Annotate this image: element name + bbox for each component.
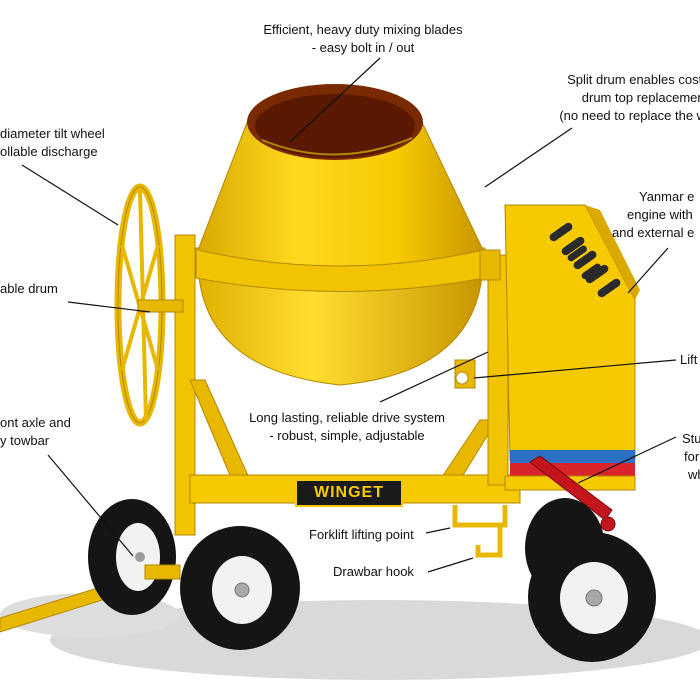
callout-mixing-blades: Efficient, heavy duty mixing blades - ea… bbox=[228, 21, 498, 57]
vent-slots bbox=[549, 222, 621, 298]
forklift-lifting-point bbox=[452, 505, 508, 528]
callout-axle-line1: ont axle and bbox=[0, 415, 71, 430]
callout-blades-line1: Efficient, heavy duty mixing blades bbox=[263, 22, 463, 37]
wheel-rear-right bbox=[180, 526, 300, 650]
leader-drawbar bbox=[427, 557, 474, 573]
wheel-rear-left bbox=[88, 499, 176, 615]
drawbar-hook bbox=[475, 525, 503, 558]
callout-stand: Stu for wh bbox=[678, 430, 700, 484]
leader-split bbox=[484, 127, 573, 188]
callout-forklift: Forklift lifting point bbox=[309, 527, 414, 542]
callout-engine: Yanmar e engine with and external e bbox=[612, 188, 694, 242]
callout-stand-line2: for bbox=[684, 449, 700, 464]
callout-drive-line2: - robust, simple, adjustable bbox=[269, 428, 425, 443]
callout-engine-line3: and external e bbox=[612, 225, 695, 240]
leader-blades bbox=[289, 57, 381, 143]
callout-wheel-line1: diameter tilt wheel bbox=[0, 126, 105, 141]
callout-split-line1: Split drum enables cost effi bbox=[567, 72, 700, 87]
brand-logo-text: WINGET bbox=[314, 484, 384, 501]
leader-drum bbox=[67, 301, 151, 313]
leader-forklift bbox=[425, 527, 451, 534]
stripe-blue bbox=[510, 450, 635, 463]
callout-lift: Lift bbox=[680, 352, 698, 367]
callout-wheel-line2: ollable discharge bbox=[0, 144, 98, 159]
callout-split-line2: drum top replacement bbox=[581, 90, 700, 105]
mixing-drum bbox=[195, 84, 501, 389]
wheel-front-right bbox=[528, 532, 656, 662]
callout-drum: able drum bbox=[0, 281, 58, 296]
leader-drive bbox=[379, 351, 489, 403]
frame-front-upright bbox=[487, 254, 509, 486]
callout-split-drum: Split drum enables cost effi drum top re… bbox=[515, 71, 700, 125]
callout-tilt-wheel: diameter tilt wheel ollable discharge bbox=[0, 125, 105, 161]
callout-front-axle: ont axle and y towbar bbox=[0, 414, 71, 450]
callout-axle-line2: y towbar bbox=[0, 433, 50, 448]
callout-engine-line2: engine with bbox=[627, 207, 693, 222]
callout-engine-line1: Yanmar e bbox=[639, 189, 695, 204]
callout-drive-system: Long lasting, reliable drive system - ro… bbox=[232, 409, 462, 445]
callout-stand-line1: Stu bbox=[682, 431, 700, 446]
callout-blades-line2: - easy bolt in / out bbox=[311, 40, 415, 55]
leader-lift bbox=[473, 359, 677, 379]
leader-engine bbox=[627, 247, 669, 294]
leader-axle bbox=[47, 454, 134, 557]
leader-wheel bbox=[21, 164, 119, 226]
callout-split-line3: (no need to replace the whole bbox=[559, 108, 700, 123]
callout-stand-line3: wh bbox=[688, 467, 700, 482]
brand-plate bbox=[295, 479, 403, 507]
callout-drive-line1: Long lasting, reliable drive system bbox=[249, 410, 445, 425]
front-axle bbox=[144, 564, 181, 580]
leader-lines bbox=[21, 57, 677, 573]
leader-stand bbox=[577, 436, 677, 484]
stand-lever bbox=[529, 455, 613, 521]
tilt-wheel bbox=[114, 183, 184, 427]
engine-cover bbox=[504, 204, 640, 491]
callout-drawbar: Drawbar hook bbox=[333, 564, 414, 579]
